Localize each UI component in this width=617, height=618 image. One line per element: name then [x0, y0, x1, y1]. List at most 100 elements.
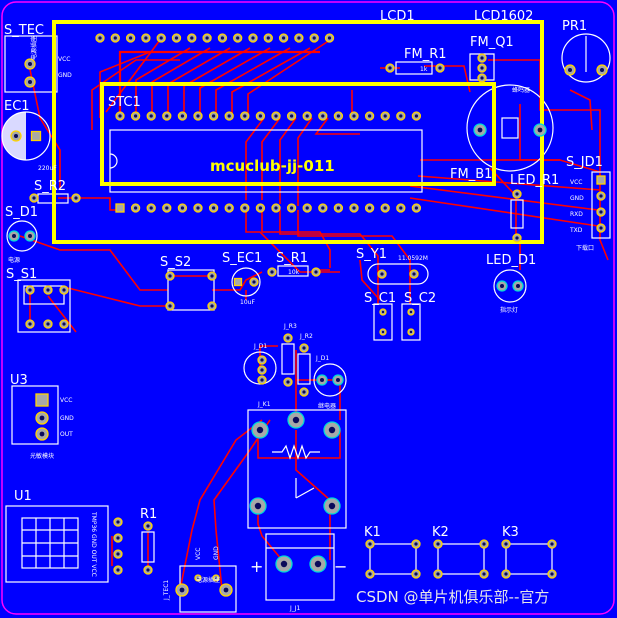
pad-hole — [321, 206, 325, 210]
pad-hole — [39, 431, 45, 437]
pad-hole — [383, 206, 387, 210]
pad-hole — [116, 552, 120, 556]
pad-hole — [46, 288, 50, 292]
s-jd1-outline — [591, 171, 611, 239]
labels: S_TEC VCC GND 电源插座 EC1 220uF S_R2 S_D1 电… — [4, 9, 603, 612]
pad-hole — [252, 280, 256, 284]
pad-hole — [113, 36, 117, 40]
label-k3: K3 — [502, 525, 519, 540]
label-s-s1: S_S1 — [6, 267, 37, 282]
s-tec-outline — [4, 35, 58, 93]
label-j-tec1-vcc: VCC — [195, 548, 202, 560]
pad-hole — [380, 272, 384, 276]
pad-hole — [599, 194, 603, 198]
pad-hole — [482, 572, 486, 576]
pad-hole — [196, 206, 200, 210]
label-jd-vcc: VCC — [570, 179, 582, 186]
label-u3-caption: 光敏模块 — [30, 452, 54, 460]
u1-outline — [5, 505, 109, 583]
s-s1-outline — [17, 279, 71, 333]
pad-hole — [414, 542, 418, 546]
label-s-tec-part: 电源插座 — [30, 36, 38, 60]
pad-hole — [568, 68, 572, 72]
pad-hole — [320, 378, 324, 382]
label-j-tec1: J_TEC1 — [163, 580, 170, 601]
pad-hole — [62, 288, 66, 292]
label-ec1-value: 220uF — [38, 165, 57, 172]
pad-hole — [599, 210, 603, 214]
label-j-k1-part: 继电器 — [318, 402, 336, 410]
pad-hole — [312, 36, 316, 40]
label-fm-b1: FM_B1 — [450, 167, 492, 182]
pad-hole — [599, 226, 603, 230]
pad-hole — [500, 284, 504, 288]
pad-hole — [515, 236, 519, 240]
pad-hole — [368, 206, 372, 210]
s-s2-outline — [167, 269, 215, 311]
pad-hole — [46, 322, 50, 326]
pad-hole — [436, 572, 440, 576]
pad-hole — [286, 380, 290, 384]
label-k1: K1 — [364, 525, 381, 540]
j-r2-body — [297, 353, 311, 385]
label-j-r2: J_R2 — [299, 333, 313, 340]
pad-hole — [165, 206, 169, 210]
pad-hole — [116, 568, 120, 572]
pad-hole — [368, 114, 372, 118]
pad-hole — [39, 415, 45, 421]
pad-hole — [168, 304, 172, 308]
label-j-j1: J_J1 — [289, 605, 301, 612]
pad-hole — [352, 114, 356, 118]
pad-hole — [292, 416, 300, 424]
pad-hole — [74, 196, 78, 200]
pad-hole — [12, 234, 16, 238]
fm-r1-body — [395, 61, 433, 75]
pad-hole — [214, 576, 218, 580]
pad-hole — [149, 114, 153, 118]
pad-hole — [205, 36, 209, 40]
pad-hole — [336, 206, 340, 210]
pad-hole — [28, 288, 32, 292]
s-c2-outline — [401, 303, 421, 341]
label-k2: K2 — [432, 525, 449, 540]
u1-grid — [21, 517, 79, 569]
u3-outline — [11, 385, 59, 445]
pad-hole — [399, 114, 403, 118]
pad-hole — [179, 587, 185, 593]
pad-hole — [600, 68, 604, 72]
pad-hole — [280, 560, 288, 568]
u3-pad — [35, 393, 49, 407]
label-s-ec1-value: 10uF — [240, 299, 255, 306]
label-u3-out: OUT — [60, 431, 73, 438]
pad-hole — [98, 36, 102, 40]
label-j-tec1-caption: 电源插座 — [196, 576, 220, 584]
pad-hole — [302, 390, 306, 394]
pad-hole — [210, 274, 214, 278]
j-k1-outline — [247, 409, 347, 529]
pad-hole — [352, 206, 356, 210]
pad-hole — [480, 56, 484, 60]
pad-hole — [146, 524, 150, 528]
label-s-s2: S_S2 — [160, 255, 191, 270]
csdn-watermark: CSDN @单片机俱乐部--官方 — [356, 588, 549, 606]
pad-hole — [305, 114, 309, 118]
label-ec1: EC1 — [4, 99, 30, 114]
lcd-window-outline — [100, 82, 496, 186]
pad-hole — [260, 368, 264, 372]
label-s-d1-caption: 电源 — [8, 256, 20, 264]
label-jd-gnd: GND — [570, 195, 584, 202]
pad-hole — [286, 336, 290, 340]
pad-hole — [32, 196, 36, 200]
s-ec1-outline — [231, 267, 261, 297]
pad-hole — [516, 284, 520, 288]
pad-hole — [381, 310, 385, 314]
stc1-outline — [109, 129, 423, 193]
label-lcd1: LCD1 — [380, 9, 415, 24]
j-r3-body — [281, 343, 295, 375]
label-s-c1: S_C1 — [364, 291, 396, 306]
pad-hole — [282, 36, 286, 40]
pad-hole — [159, 36, 163, 40]
pad-hole — [336, 378, 340, 382]
pad-hole — [482, 542, 486, 546]
pad-hole — [28, 62, 32, 66]
